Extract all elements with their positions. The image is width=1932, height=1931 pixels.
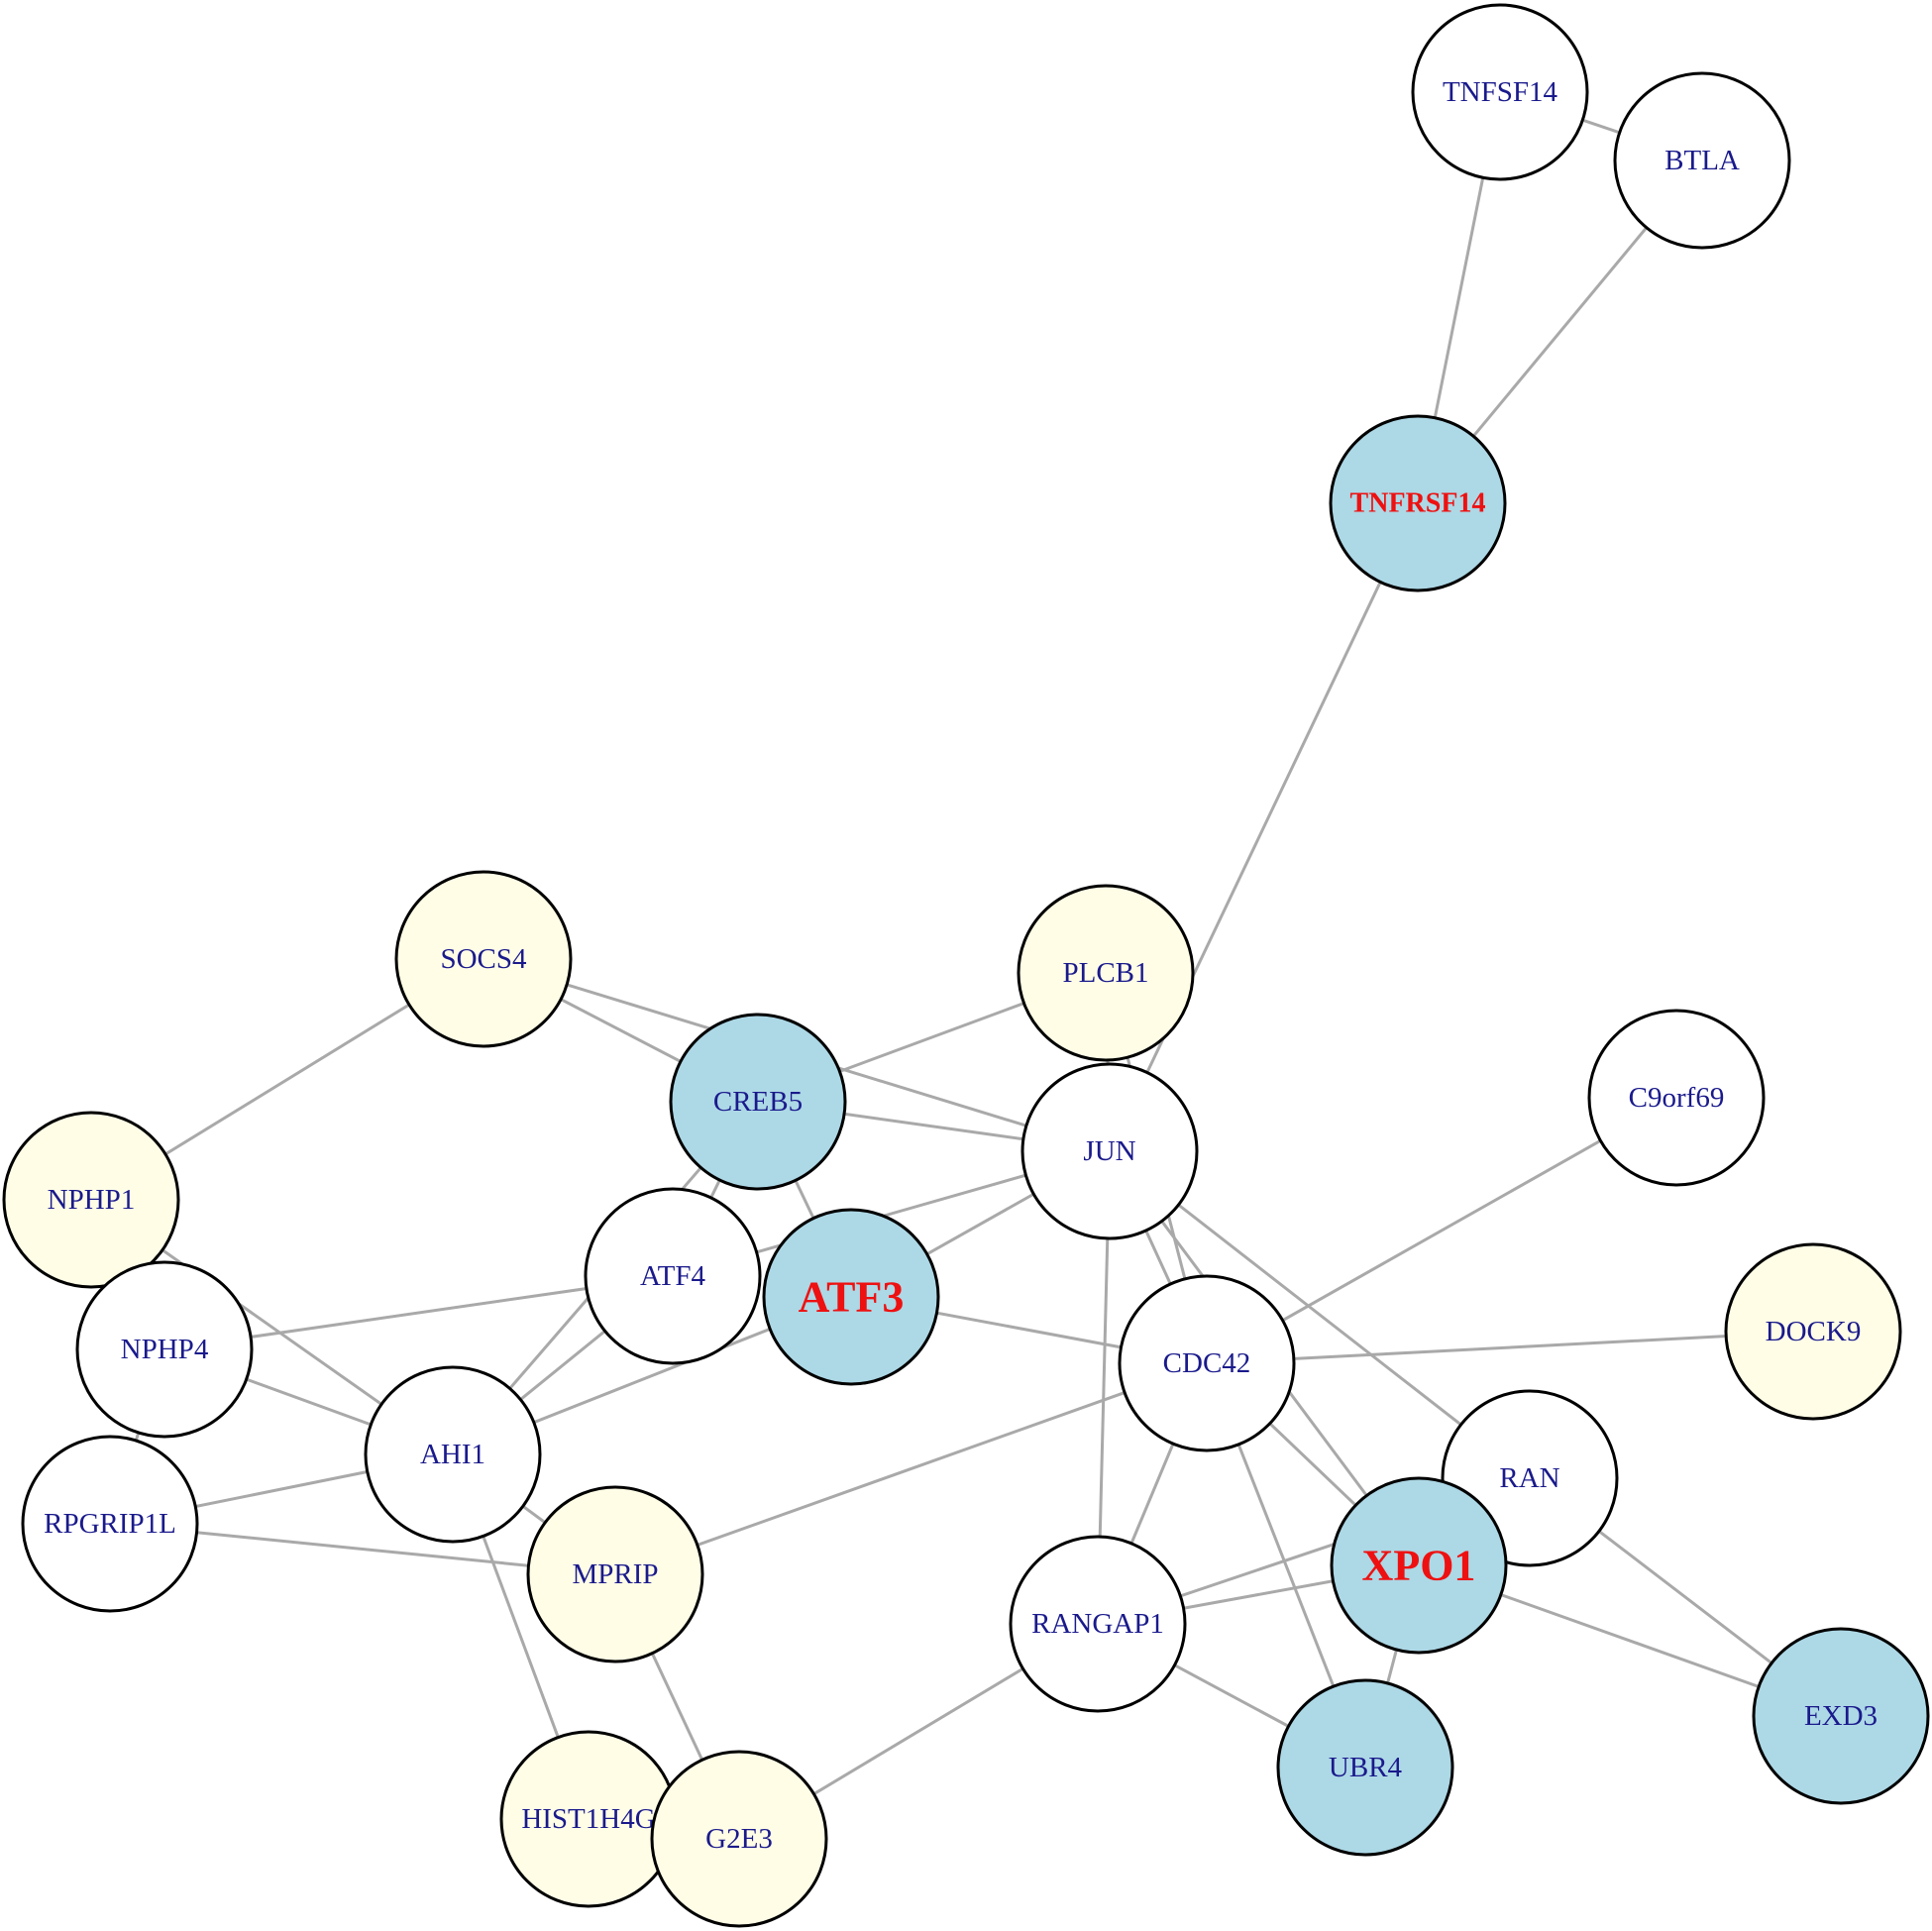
node-g2e3[interactable]: G2E3: [650, 1750, 828, 1928]
node-plcb1[interactable]: PLCB1: [1017, 884, 1195, 1062]
edge-jun-ran: [1109, 1149, 1531, 1480]
node-label: HIST1H4G: [521, 1803, 655, 1835]
node-circle: [364, 1365, 542, 1544]
node-nphp4[interactable]: NPHP4: [75, 1260, 254, 1439]
node-jun[interactable]: JUN: [1020, 1062, 1199, 1240]
node-circle: [1276, 1678, 1454, 1857]
node-circle: [1020, 1062, 1199, 1240]
node-atf4[interactable]: ATF4: [584, 1187, 762, 1365]
node-btla[interactable]: BTLA: [1613, 71, 1791, 250]
node-label: CDC42: [1163, 1347, 1251, 1379]
node-dock9[interactable]: DOCK9: [1724, 1242, 1902, 1421]
node-mprip[interactable]: MPRIP: [526, 1485, 704, 1663]
node-circle: [762, 1208, 940, 1386]
node-label: NPHP1: [48, 1184, 136, 1216]
node-label: PLCB1: [1062, 957, 1148, 989]
node-circle: [1009, 1535, 1187, 1713]
node-xpo1[interactable]: XPO1: [1330, 1476, 1508, 1655]
node-label: XPO1: [1362, 1542, 1476, 1590]
node-circle: [1587, 1009, 1766, 1187]
node-label: BTLA: [1664, 145, 1740, 176]
node-circle: [1752, 1627, 1930, 1805]
node-label: UBR4: [1329, 1752, 1403, 1783]
node-label: G2E3: [705, 1823, 773, 1855]
node-circle: [21, 1435, 199, 1613]
node-label: EXD3: [1804, 1700, 1878, 1732]
node-circle: [1724, 1242, 1902, 1421]
node-rpgrip1l[interactable]: RPGRIP1L: [21, 1435, 199, 1613]
edge-dock9-cdc42: [1206, 1330, 1814, 1365]
edge-tnfrsf14-jun: [1108, 502, 1420, 1152]
node-label: JUN: [1083, 1135, 1135, 1167]
node-rangap1[interactable]: RANGAP1: [1009, 1535, 1187, 1713]
node-circle: [1330, 1476, 1508, 1655]
edge-c9orf69-cdc42: [1206, 1096, 1677, 1365]
node-circle: [1329, 414, 1507, 592]
node-label: ATF3: [799, 1273, 905, 1322]
node-label: NPHP4: [121, 1334, 209, 1365]
node-circle: [526, 1485, 704, 1663]
node-circle: [650, 1750, 828, 1928]
node-label: TNFRSF14: [1350, 488, 1486, 519]
node-circle: [394, 870, 573, 1048]
node-circle: [1613, 71, 1791, 250]
node-label: SOCS4: [440, 943, 527, 975]
node-label: RANGAP1: [1031, 1608, 1164, 1640]
node-label: MPRIP: [572, 1558, 658, 1590]
node-circle: [584, 1187, 762, 1365]
node-atf3[interactable]: ATF3: [762, 1208, 940, 1386]
node-label: ATF4: [640, 1260, 706, 1292]
node-creb5[interactable]: CREB5: [669, 1013, 847, 1191]
node-ahi1[interactable]: AHI1: [364, 1365, 542, 1544]
node-circle: [669, 1013, 847, 1191]
node-tnfrsf14[interactable]: TNFRSF14: [1329, 414, 1507, 592]
node-socs4[interactable]: SOCS4: [394, 870, 573, 1048]
edge-layer: [89, 90, 1842, 1841]
node-label: RAN: [1499, 1462, 1559, 1494]
node-circle: [1017, 884, 1195, 1062]
node-label: C9orf69: [1629, 1082, 1725, 1114]
node-circle: [1118, 1274, 1296, 1452]
node-hist1h4g[interactable]: HIST1H4G: [499, 1730, 678, 1908]
node-circle: [75, 1260, 254, 1439]
edge-cdc42-mprip: [614, 1361, 1208, 1576]
node-tnfsf14[interactable]: TNFSF14: [1411, 3, 1589, 181]
node-ubr4[interactable]: UBR4: [1276, 1678, 1454, 1857]
node-cdc42[interactable]: CDC42: [1118, 1274, 1296, 1452]
node-c9orf69[interactable]: C9orf69: [1587, 1009, 1766, 1187]
node-exd3[interactable]: EXD3: [1752, 1627, 1930, 1805]
node-label: TNFSF14: [1443, 76, 1558, 108]
node-label: CREB5: [713, 1086, 803, 1118]
node-label: RPGRIP1L: [44, 1508, 176, 1540]
node-circle: [1411, 3, 1589, 181]
node-nphp1[interactable]: NPHP1: [2, 1111, 180, 1289]
node-circle: [2, 1111, 180, 1289]
node-label: AHI1: [420, 1439, 485, 1470]
node-label: DOCK9: [1766, 1316, 1862, 1347]
